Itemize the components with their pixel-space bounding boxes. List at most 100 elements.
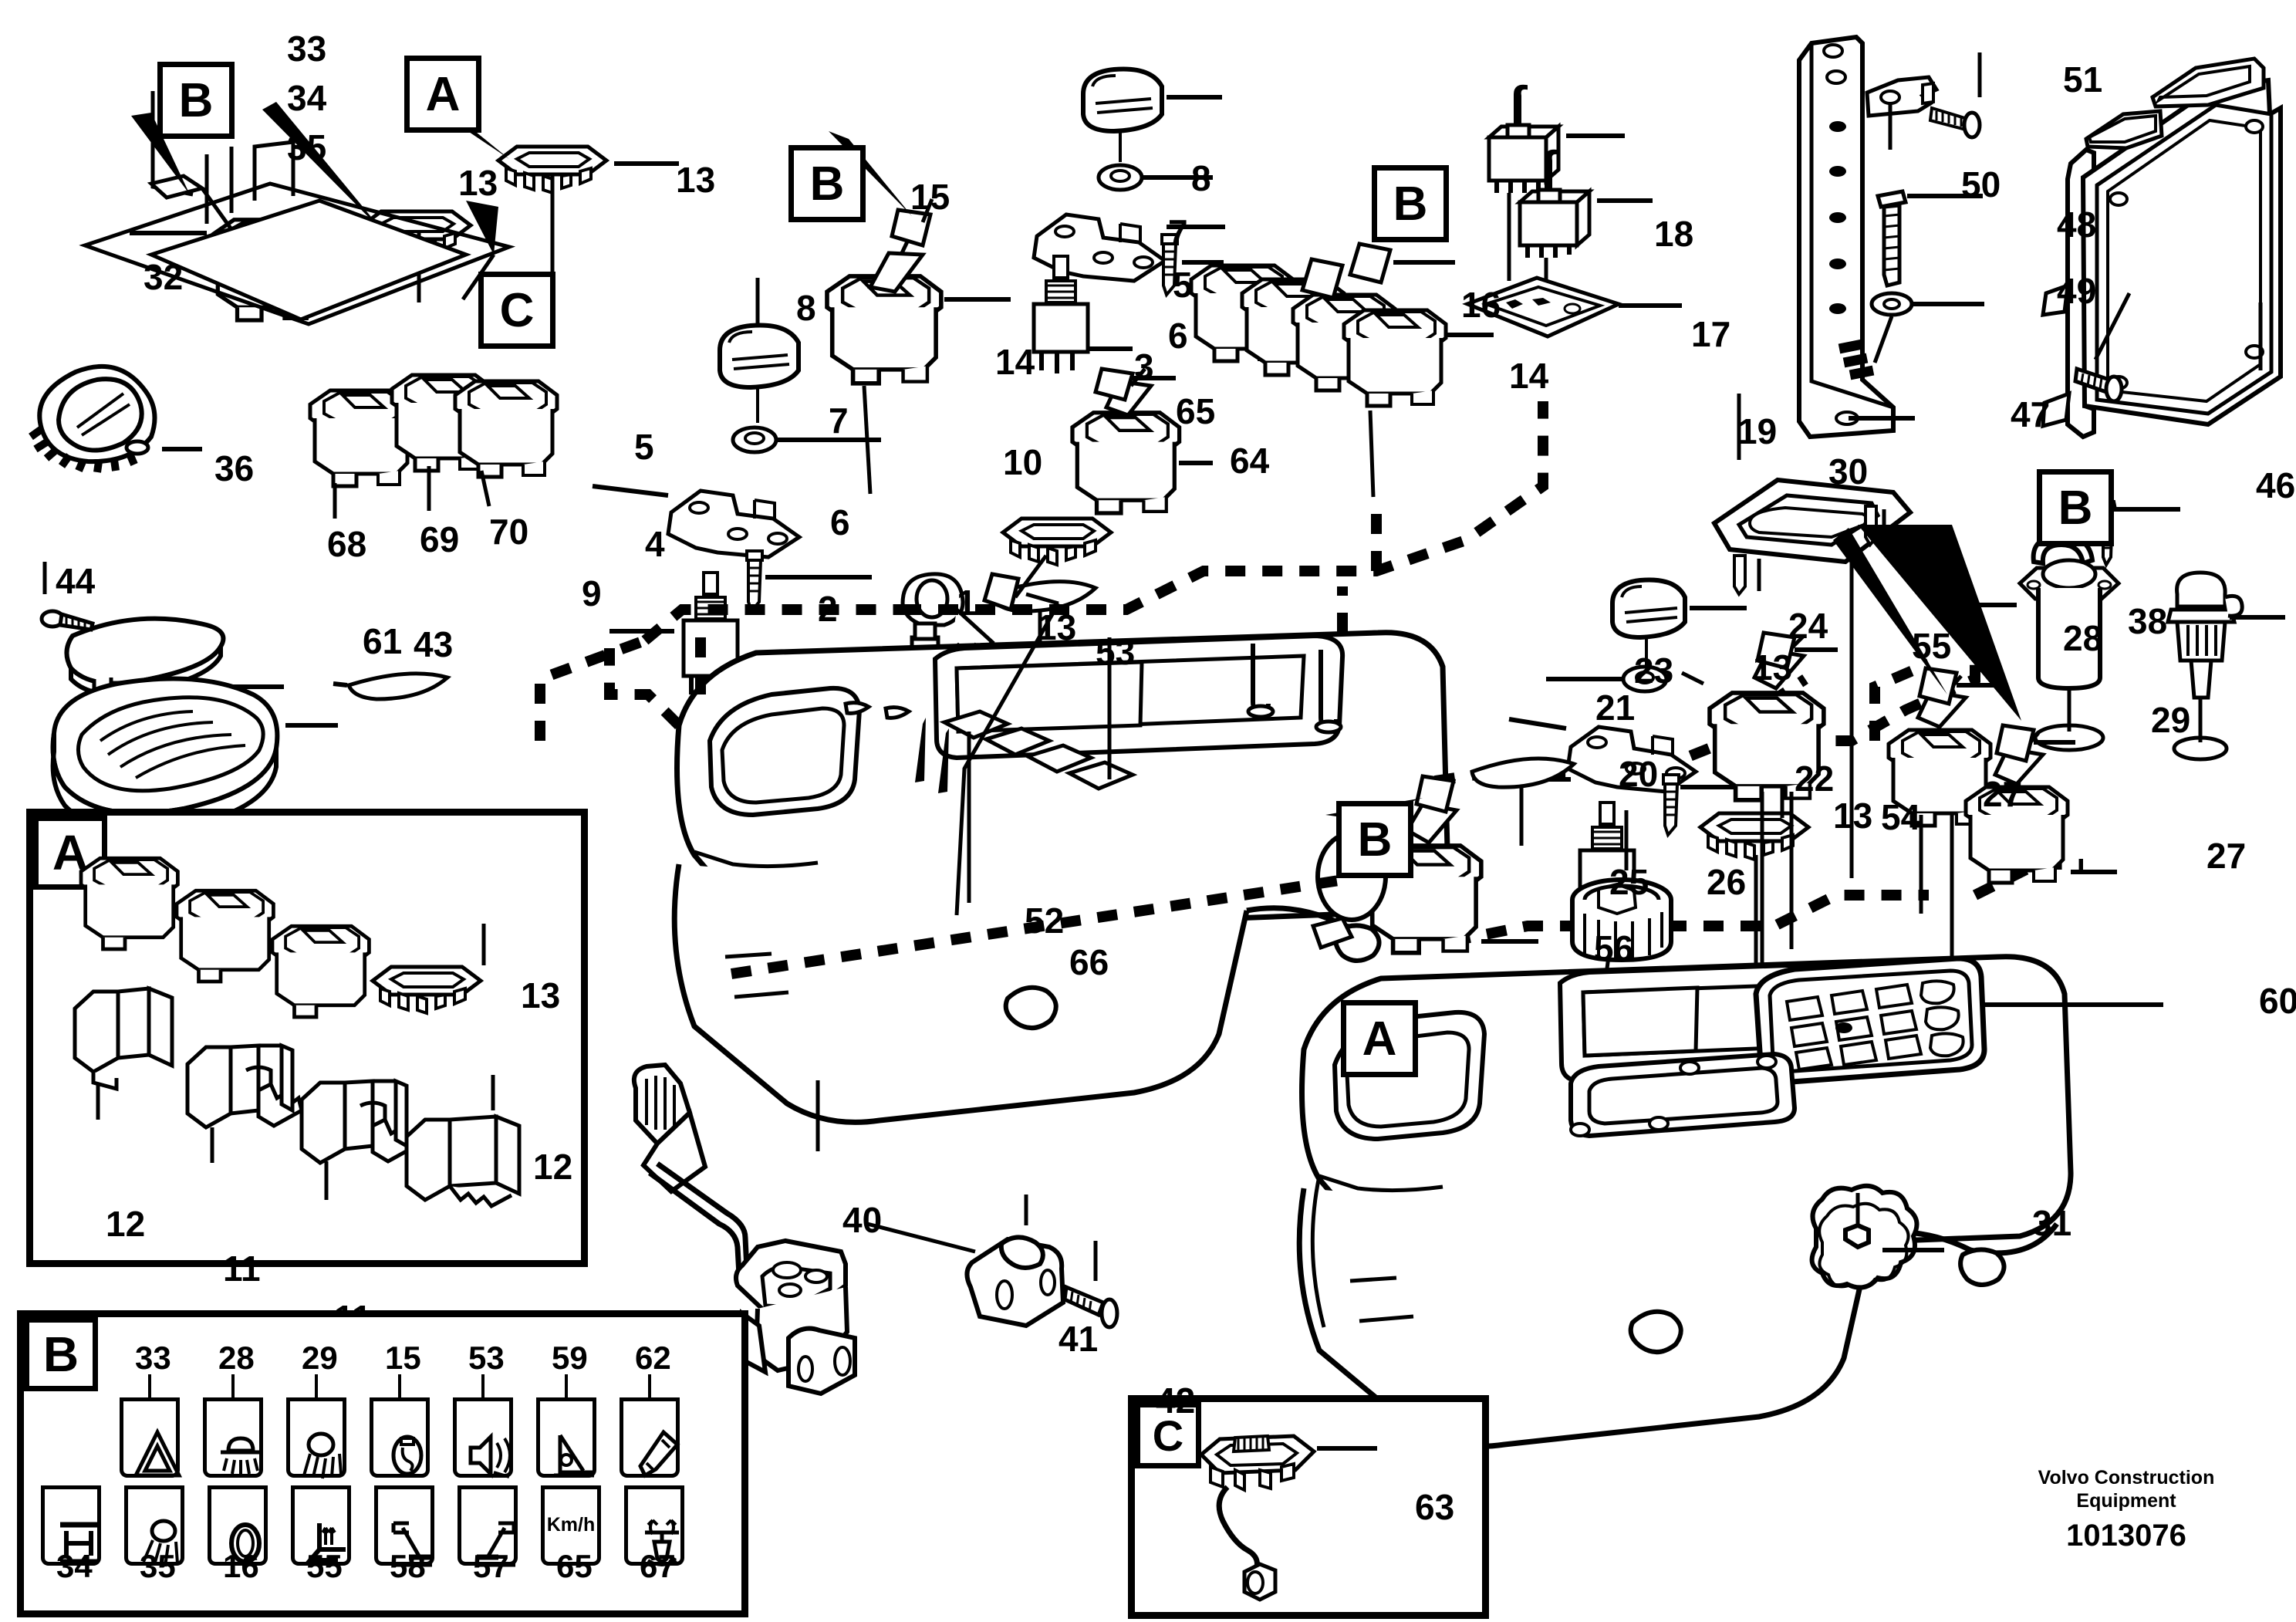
callout-17: 17	[1691, 314, 1731, 354]
drawing-number: 1013076	[2066, 1519, 2186, 1553]
legend-callout-57: 57	[473, 1548, 509, 1584]
callout-10: 10	[1003, 442, 1043, 482]
legend-symbol-kmh-text-icon: Km/h	[541, 1485, 601, 1566]
callout-47: 47	[2011, 394, 2051, 434]
legend-symbol-dome-light-icon	[203, 1397, 263, 1478]
callout-3: 3	[1134, 346, 1154, 387]
callout-56: 56	[1594, 928, 1634, 968]
callout-27: 27	[2207, 836, 2247, 876]
callout-40: 40	[842, 1200, 883, 1240]
legend-symbol-cap	[453, 1397, 513, 1407]
legend-leader-line	[231, 1374, 235, 1397]
legend-leader-line	[481, 1374, 485, 1397]
callout-13: 13	[1037, 607, 1077, 647]
legend-symbol-cap	[41, 1485, 101, 1495]
callout-13: 13	[458, 163, 498, 203]
legend-symbol-boom-raise-icon	[458, 1485, 518, 1567]
callout-51: 51	[2063, 59, 2103, 100]
legend-symbol-heated-seat-icon	[291, 1485, 351, 1566]
callout-36: 36	[214, 448, 255, 488]
legend-callout-53: 53	[468, 1340, 505, 1376]
callout-28: 28	[2063, 618, 2103, 658]
legend-callout-34: 34	[56, 1548, 93, 1584]
legend-leader-line	[148, 1374, 151, 1397]
legend-callout-67: 67	[640, 1548, 676, 1584]
panel-a-callout-13: 13	[521, 975, 561, 1015]
panel-a-callout-12: 12	[106, 1204, 146, 1244]
legend-callout-55: 55	[306, 1548, 343, 1584]
reference-marker-a: A	[1341, 1000, 1418, 1077]
callout-29: 29	[2151, 700, 2191, 740]
callout-68: 68	[327, 524, 367, 564]
callout-52: 52	[1025, 901, 1065, 941]
callout-60: 60	[2259, 981, 2296, 1021]
callout-65: 65	[1176, 391, 1216, 431]
legend-symbol-cap	[541, 1485, 601, 1495]
callout-42: 42	[1156, 1380, 1196, 1421]
company-name-line2: Equipment	[2076, 1490, 2176, 1512]
legend-symbol-cap	[120, 1397, 180, 1407]
callout-66: 66	[1069, 942, 1109, 982]
panel-b-letter: B	[24, 1317, 98, 1391]
legend-symbol-cap	[291, 1485, 351, 1495]
callout-50: 50	[1961, 164, 2001, 204]
callout-18: 18	[1654, 214, 1694, 254]
panel-a-letter: A	[33, 816, 107, 890]
legend-leader-line	[648, 1374, 651, 1397]
legend-symbol-cap	[286, 1397, 346, 1407]
callout-7: 7	[829, 400, 849, 441]
callout-32: 32	[144, 257, 184, 297]
callout-53: 53	[1096, 632, 1136, 672]
panel-c-letter: C	[1135, 1402, 1201, 1468]
legend-symbol-differential-lock-icon	[41, 1485, 101, 1566]
callout-48: 48	[2057, 204, 2097, 245]
legend-callout-29: 29	[302, 1340, 338, 1376]
legend-symbol-rotating-beacon-icon	[370, 1397, 430, 1478]
legend-callout-59: 59	[552, 1340, 588, 1376]
callout-35: 35	[287, 127, 327, 167]
reference-marker-c: C	[478, 272, 555, 349]
footer-credit: Volvo Construction Equipment 1013076	[1987, 1466, 2265, 1556]
callout-8: 8	[1191, 158, 1211, 198]
callout-46: 46	[2256, 465, 2296, 505]
callout-30: 30	[1828, 451, 1869, 492]
callout-4: 4	[645, 524, 665, 564]
panel-c-callout-63: 63	[1415, 1487, 1455, 1527]
legend-leader-line	[315, 1374, 318, 1397]
callout-49: 49	[2057, 271, 2097, 311]
legend-symbol-horn-icon	[453, 1397, 513, 1479]
callout-41: 41	[1059, 1319, 1099, 1359]
legend-symbol-cap	[624, 1485, 684, 1495]
reference-marker-b: B	[788, 145, 866, 222]
callout-23: 23	[1634, 650, 1674, 691]
callout-7: 7	[1168, 212, 1188, 252]
panel-a-callout-12: 12	[533, 1147, 573, 1187]
callout-21: 21	[1595, 688, 1636, 728]
callout-8: 8	[796, 288, 816, 328]
callout-24: 24	[1788, 606, 1828, 646]
legend-callout-16: 16	[223, 1548, 259, 1584]
legend-symbol-circle-o-icon	[208, 1485, 268, 1566]
callout-34: 34	[287, 78, 327, 118]
callout-55: 55	[1912, 626, 1952, 666]
legend-symbol-cap	[374, 1485, 434, 1495]
legend-symbol-cap	[203, 1397, 263, 1407]
legend-symbol-cap	[620, 1397, 680, 1407]
callout-1: 1	[957, 583, 977, 623]
legend-callout-15: 15	[385, 1340, 421, 1376]
company-name-line1: Volvo Construction	[2038, 1467, 2215, 1489]
callout-2: 2	[818, 589, 838, 629]
callout-26: 26	[1707, 862, 1747, 902]
callout-38: 38	[2128, 601, 2168, 641]
callout-9: 9	[582, 573, 602, 613]
legend-symbol-bucket-rotate-icon	[624, 1485, 684, 1566]
reference-marker-b: B	[1372, 165, 1449, 242]
legend-leader-line	[398, 1374, 401, 1397]
callout-43: 43	[414, 624, 454, 664]
legend-symbol-boom-lower-icon	[374, 1485, 434, 1567]
legend-callout-65: 65	[556, 1548, 593, 1584]
callout-25: 25	[1609, 862, 1649, 902]
callout-19: 19	[1737, 411, 1778, 451]
legend-callout-35: 35	[140, 1548, 176, 1584]
